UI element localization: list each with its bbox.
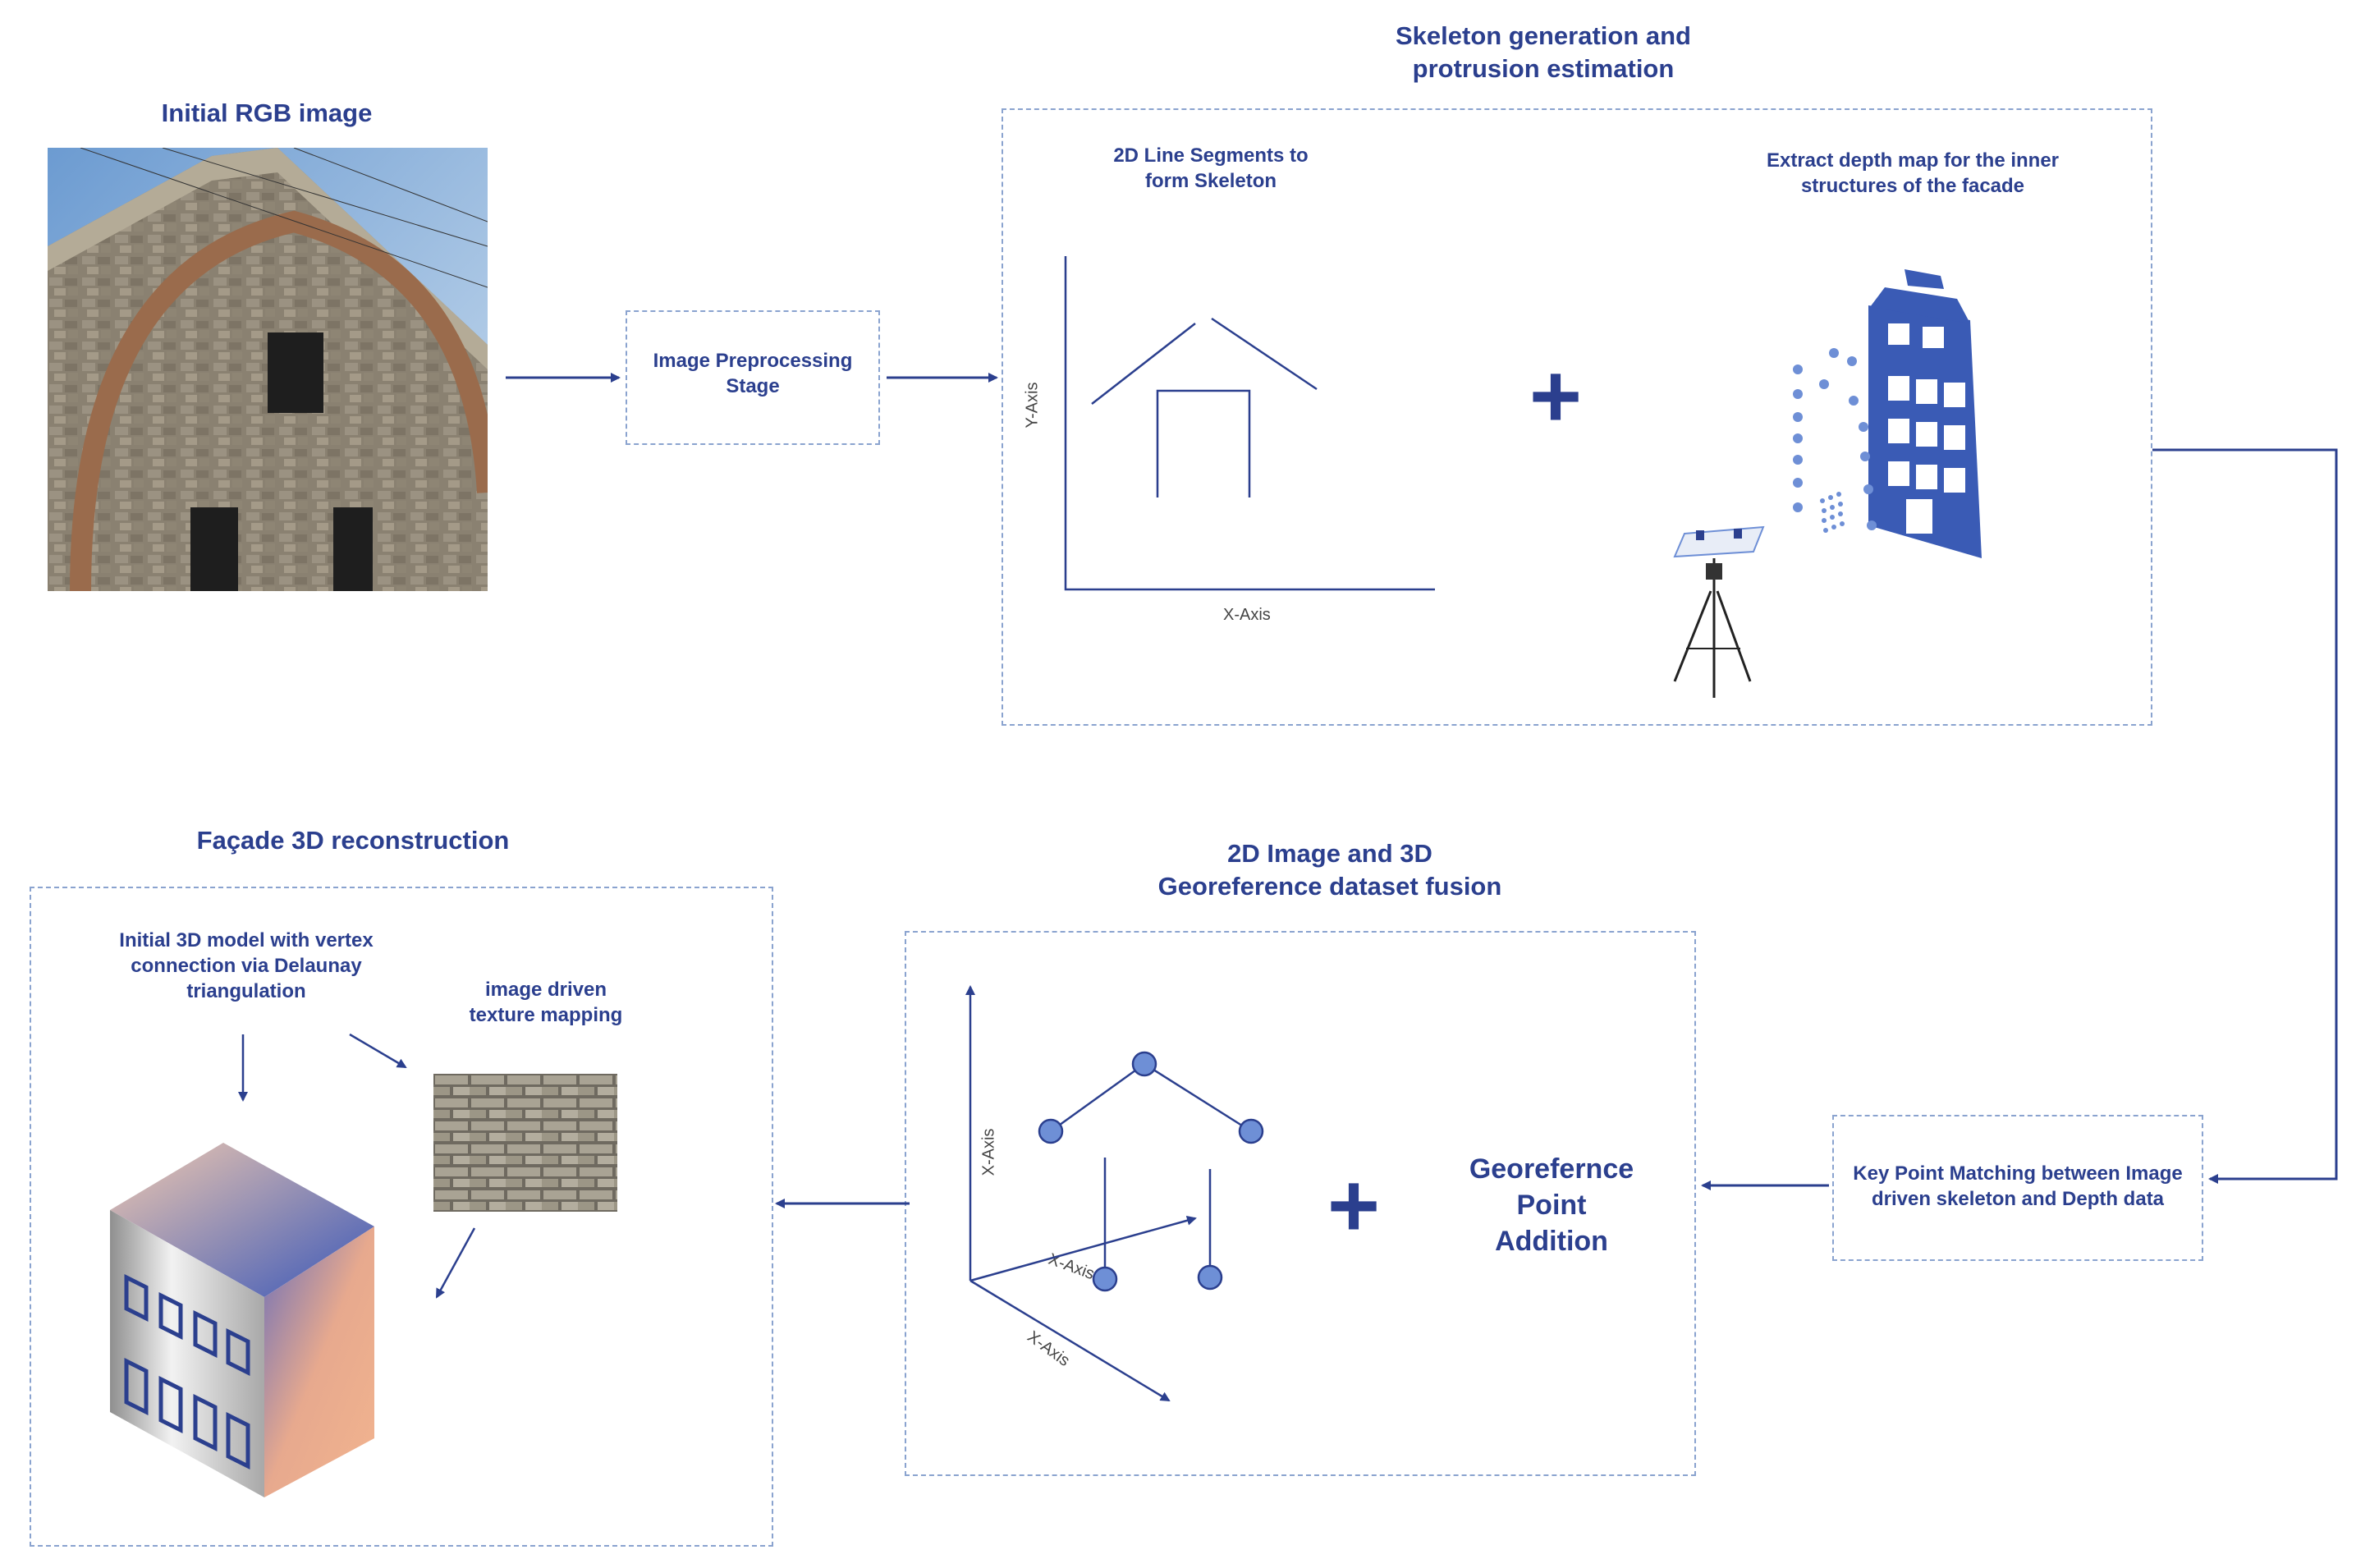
fusion-nodes (1038, 1051, 1264, 1292)
depth-map-label: Extract depth map for the inner structur… (1766, 149, 2060, 198)
arrow-texture-to-building (435, 1227, 476, 1299)
keypoint-box (1832, 1115, 2203, 1261)
fusion-axes (965, 985, 1252, 1402)
fusion-plus-sign: + (1327, 1155, 1381, 1256)
preprocessing-box (626, 310, 880, 445)
scanner-tripod (1673, 525, 1765, 698)
arrow-model-to-texture (349, 1033, 407, 1069)
title-facade-3d: Façade 3D reconstruction (196, 826, 510, 855)
line-segments-label: 2D Line Segments to form Skeleton (1113, 144, 1309, 193)
skeleton-x-axis-label: X-Axis (1223, 606, 1271, 624)
georef-label: Georefernce Point Addition (1469, 1153, 1634, 1258)
title-initial-rgb: Initial RGB image (161, 99, 373, 127)
texture-image (433, 1074, 617, 1212)
title-skeleton: Skeleton generation and protrusion estim… (1395, 21, 1691, 84)
connector-skeleton-to-keypoint (2152, 448, 2338, 1184)
reconstruction-panel (30, 887, 773, 1547)
facade-photo (48, 148, 488, 591)
title-fusion: 2D Image and 3D Georeference dataset fus… (1157, 839, 1502, 901)
skeleton-plus-sign: + (1529, 346, 1583, 447)
depth-point-cloud (1793, 348, 1877, 533)
building-icon (1868, 269, 1982, 558)
keypoint-label: Key Point Matching between Image driven … (1853, 1162, 2183, 1211)
preprocessing-label: Image Preprocessing Stage (653, 350, 853, 398)
building-3d (110, 1143, 374, 1497)
initial-model-label: Initial 3D model with vertex connection … (119, 929, 374, 1003)
skeleton-panel (1002, 108, 2152, 726)
texture-mapping-label: image driven texture mapping (469, 979, 623, 1027)
skeleton-plot (1064, 256, 1435, 591)
